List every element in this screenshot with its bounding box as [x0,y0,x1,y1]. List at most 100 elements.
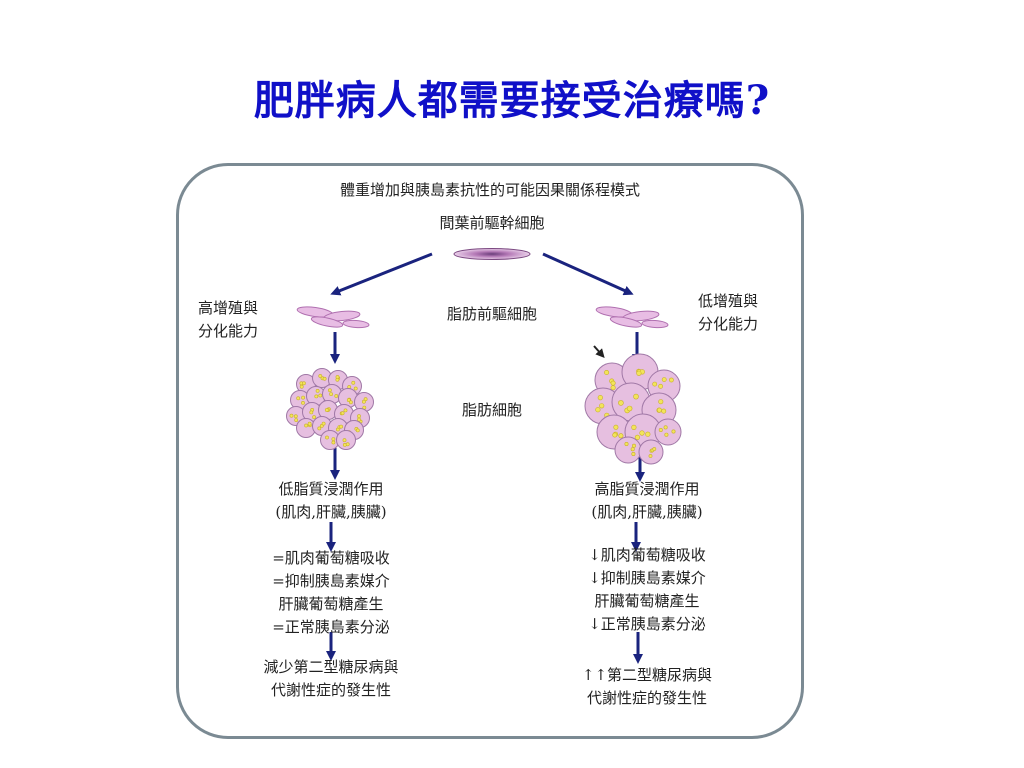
lipid-droplet [318,374,323,378]
lipid-droplet [343,408,348,413]
lipid-droplet [645,431,651,437]
right-preadipocyte-shape [595,306,669,329]
lipid-droplet [631,424,637,431]
lipid-droplet [671,429,676,434]
lipid-droplet [331,437,336,442]
lipid-droplet [331,440,336,445]
lipid-droplet [314,394,319,399]
lipid-droplet [618,400,624,406]
lipid-droplet [304,423,309,428]
right-effect-3: 肝臟葡萄糖產生 [594,592,700,610]
lipid-droplet [301,400,305,405]
lipid-droplet [652,381,658,387]
lipid-droplet [631,443,636,448]
lipid-droplet [321,421,326,426]
adipocyte-cell [614,436,642,464]
lipid-droplet [631,451,636,456]
lipid-droplet [355,428,360,433]
lipid-droplet [327,388,332,393]
lipid-droplet [301,395,306,400]
lipid-droplet [317,426,322,431]
lipid-droplet [612,432,618,438]
lipid-droplet [353,386,358,391]
right-effect-4: ↓正常胰島素分泌 [588,615,706,633]
lipid-droplet [595,407,601,413]
lipid-droplet [315,388,320,393]
lipid-droplet [309,410,314,415]
lipid-droplet [318,393,323,398]
lipid-droplet [348,400,353,405]
right-capacity-line-2: 分化能力 [698,315,759,333]
right-effect-1: ↓肌肉葡萄糖吸收 [588,546,706,564]
lipid-droplet [610,385,616,391]
left-infiltration-line-2: (肌肉,肝臟,胰臟) [275,503,387,521]
small-adipocyte-cluster [286,368,374,450]
lipid-droplet [626,405,633,412]
adipocyte-cell [654,418,682,446]
lipid-droplet [329,392,334,397]
lipid-droplet [293,414,298,419]
lipid-droplet [307,421,312,426]
arrow-to-left-branch [330,252,433,296]
arrow-to-right-branch [542,252,634,296]
lipid-droplet [299,384,304,389]
lipid-droplet [658,383,663,389]
lipid-droplet [658,427,663,432]
lipid-droplet [322,376,327,381]
lipid-droplet [618,433,624,439]
adipocyte-label: 脂肪細胞 [461,401,522,419]
left-effect-1: =肌肉葡萄糖吸收 [272,549,390,567]
lipid-droplet [630,447,635,452]
lipid-droplet [351,380,356,385]
pointer-arrow [593,345,605,358]
lipid-droplet [604,369,610,375]
lipid-droplet [363,397,368,402]
lipid-droplet [361,399,366,404]
lipid-droplet [639,430,645,436]
lipid-droplet [345,442,350,447]
lipid-droplet [325,435,329,440]
lipid-droplet [663,425,668,430]
right-effect-2: ↓抑制胰島素媒介 [588,569,706,587]
lipid-droplet [613,424,619,430]
diagram-heading: 體重增加與胰島素抗性的可能因果關係程模式 [339,181,640,199]
lipid-droplet [636,370,642,376]
lipid-droplet [301,381,306,386]
lipid-droplet [656,407,662,413]
lipid-droplet [610,380,616,386]
lipid-droplet [296,396,301,401]
lipid-droplet [624,441,629,446]
right-infiltration-line-2: (肌肉,肝臟,胰臟) [591,503,703,521]
lipid-droplet [324,408,329,412]
left-outcome-line-2: 代謝性症的發生性 [270,681,391,699]
preadipocyte-label: 脂肪前驅細胞 [446,305,537,323]
lipid-droplet [289,413,294,418]
left-infiltration-line-1: 低脂質浸潤作用 [278,480,384,498]
large-adipocyte-cluster [584,353,682,465]
lipid-droplet [346,398,351,403]
lipid-droplet [669,377,674,383]
lipid-droplet [294,418,299,423]
left-effect-4: =正常胰島素分泌 [272,618,390,636]
lipid-droplet [357,417,361,422]
lipid-droplet [652,447,657,451]
lipid-droplet [634,434,641,441]
lipid-droplet [334,394,339,398]
lipid-droplet [597,395,603,401]
left-effect-3: 肝臟葡萄糖產生 [278,595,384,613]
lipid-droplet [599,403,605,409]
stem-cell-shape [453,248,531,260]
right-infiltration-line-1: 高脂質浸潤作用 [594,480,700,498]
slide-title: 肥胖病人都需要接受治療嗎? [253,77,771,124]
right-capacity-line-1: 低增殖與 [698,292,759,310]
right-outcome-line-1: ↑↑第二型糖尿病與 [581,666,713,684]
lipid-droplet [661,377,667,382]
lipid-droplet [312,415,317,420]
lipid-droplet [340,411,345,416]
lipid-droplet [664,432,669,437]
lipid-droplet [661,408,667,414]
lipid-droplet [357,414,361,419]
left-outcome-line-1: 減少第二型糖尿病與 [263,658,399,676]
left-capacity-line-1: 高增殖與 [198,299,259,317]
